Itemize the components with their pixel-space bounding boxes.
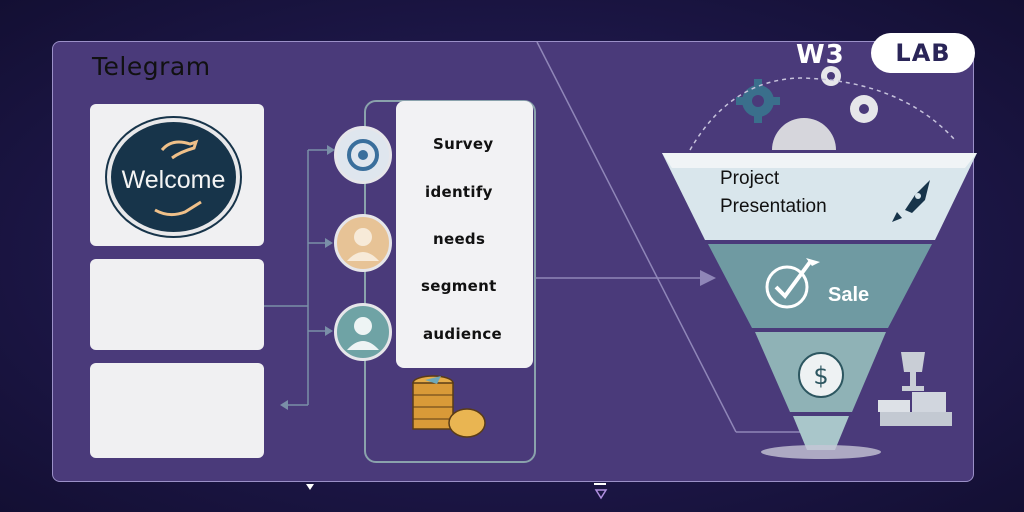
- marker-right: [594, 489, 608, 500]
- user-icon: [347, 317, 379, 350]
- trophy-icon: [878, 352, 952, 426]
- gear-icon: [772, 66, 878, 150]
- person-card: [90, 363, 264, 458]
- steps-box: [396, 101, 533, 368]
- target-icon: [347, 139, 379, 171]
- user-icon: [347, 228, 379, 261]
- dollar-icon: $: [798, 352, 844, 398]
- step-word-survey: Survey: [433, 135, 494, 153]
- welcome-text: Welcome: [121, 166, 226, 194]
- target-check-icon: [765, 258, 820, 309]
- funnel-label-presentation: Presentation: [720, 196, 827, 217]
- user-avatar-2: [334, 303, 392, 361]
- step-word-audience: audience: [423, 325, 502, 343]
- arrow-to-funnel: [700, 270, 716, 286]
- funnel-label-sale: Sale: [828, 284, 870, 306]
- welcome-card: Welcome: [90, 104, 264, 246]
- target-avatar: [334, 126, 392, 184]
- user-avatar-1: [334, 214, 392, 272]
- logo-w3: W3: [796, 40, 845, 70]
- hands-icon: [154, 139, 202, 217]
- logo-lab: LAB: [871, 33, 975, 73]
- svg-text:$: $: [813, 362, 828, 390]
- step-word-identify: identify: [425, 183, 493, 201]
- rocket-icon: [892, 180, 930, 222]
- analytics-card: [90, 259, 264, 350]
- app-title: Telegram: [92, 52, 211, 81]
- welcome-badge: Welcome: [107, 118, 240, 236]
- funnel-tip: [793, 416, 849, 450]
- step-word-segment: segment: [421, 277, 497, 295]
- step-word-needs: needs: [433, 230, 486, 248]
- gear-icon: [736, 79, 780, 123]
- diagonal-line-1: [536, 41, 737, 433]
- funnel-mid: [708, 244, 932, 328]
- marker-left: [306, 484, 314, 490]
- coins-illustration: [412, 375, 486, 438]
- funnel-label-project: Project: [720, 168, 780, 189]
